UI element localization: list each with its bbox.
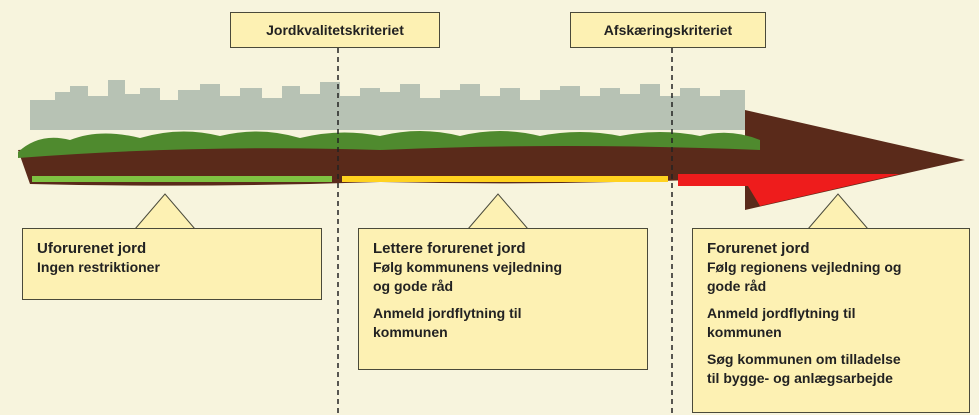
zone-bar-unpolluted — [32, 176, 332, 182]
city-skyline — [30, 80, 745, 130]
callout-polluted: Forurenet jord Følg regionens vejledning… — [692, 228, 970, 413]
criterion-label-cutoff: Afskæringskriteriet — [570, 12, 766, 48]
callout-title: Uforurenet jord — [37, 240, 147, 257]
callout-line: Følg kommunens vejledning — [373, 259, 563, 275]
callout-title: Forurenet jord — [707, 240, 810, 257]
zone-bar-polluted — [678, 174, 900, 206]
callout-line: Følg regionens vejledning og — [707, 259, 902, 275]
callout-unpolluted: Uforurenet jord Ingen restriktioner — [22, 228, 322, 300]
criterion-label-soil-quality: Jordkvalitetskriteriet — [230, 12, 440, 48]
callout-pointer-3 — [806, 193, 870, 230]
callout-line: Ingen restriktioner — [37, 259, 160, 275]
callout-line: gode råd — [707, 278, 767, 294]
callout-lightly-polluted: Lettere forurenet jord Følg kommunens ve… — [358, 228, 648, 370]
callout-line: kommunen — [373, 324, 448, 340]
callout-line: Søg kommunen om tilladelse — [707, 351, 901, 367]
callout-pointer-1 — [133, 193, 197, 230]
callout-line: Anmeld jordflytning til — [707, 305, 856, 321]
callout-line: Anmeld jordflytning til — [373, 305, 522, 321]
grass-strip — [18, 131, 760, 158]
callout-paragraph: Anmeld jordflytning til kommunen — [373, 304, 633, 342]
callout-paragraph: Søg kommunen om tilladelse til bygge- og… — [707, 350, 955, 388]
callout-pointer-2 — [466, 193, 530, 230]
zone-bar-light — [342, 176, 668, 182]
callout-line: til bygge- og anlægsarbejde — [707, 370, 893, 386]
soil-arrow — [18, 110, 965, 210]
callout-title: Lettere forurenet jord — [373, 240, 526, 257]
callout-paragraph: Anmeld jordflytning til kommunen — [707, 304, 955, 342]
callout-line: kommunen — [707, 324, 782, 340]
callout-line: og gode råd — [373, 278, 454, 294]
